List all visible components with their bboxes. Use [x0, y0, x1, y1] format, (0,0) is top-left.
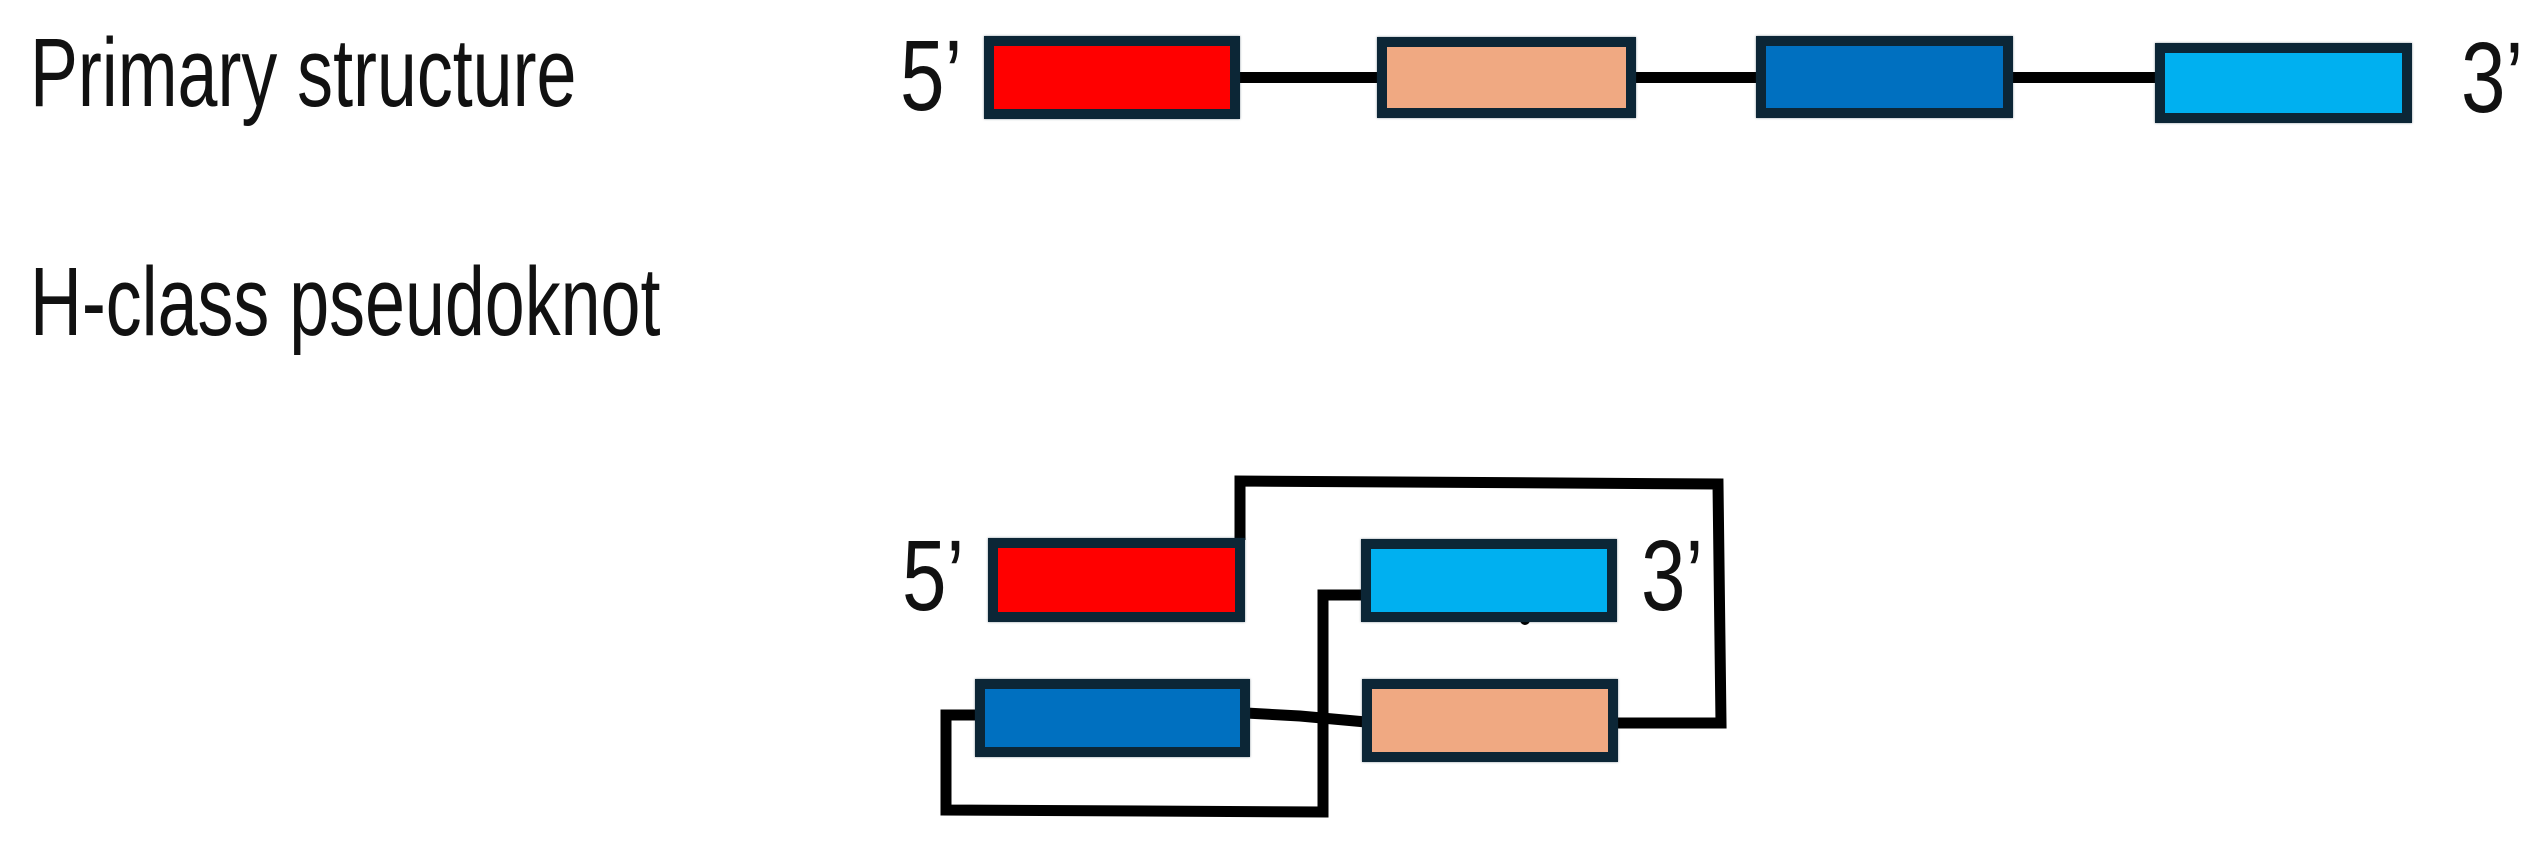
pseudoknot-five-prime-label: 5’ [902, 520, 965, 632]
primary-segment-red [984, 36, 1240, 119]
pseudoknot-segment-red [988, 538, 1245, 622]
pseudoknot-segment-peach [1362, 679, 1618, 762]
linker-2-3 [1632, 72, 1758, 83]
primary-five-prime-label: 5’ [900, 20, 963, 132]
primary-three-prime-label: 3’ [2461, 22, 2524, 134]
primary-segment-blue [1756, 36, 2013, 118]
pseudoknot-segment-blue [975, 679, 1250, 757]
pseudoknot-three-prime-label: 3’ [1641, 520, 1704, 632]
linker-3-4 [2010, 72, 2158, 83]
primary-segment-cyan [2155, 43, 2412, 123]
pseudoknot-label: H-class pseudoknot [30, 247, 661, 356]
primary-structure-label: Primary structure [30, 18, 577, 127]
linker-1-2 [1238, 72, 1380, 83]
pseudoknot-segment-cyan [1361, 539, 1617, 622]
primary-segment-peach [1377, 37, 1636, 118]
